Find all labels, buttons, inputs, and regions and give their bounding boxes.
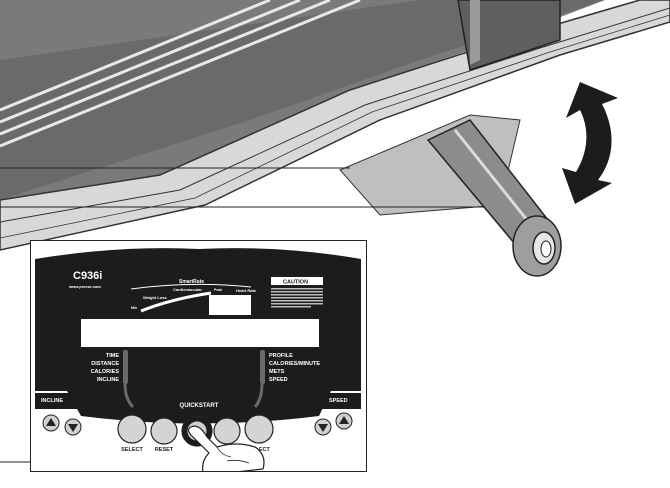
- console-inset: C936i www.precor.com SmartRate Weight Lo…: [30, 240, 367, 472]
- main-display: [81, 319, 319, 347]
- smartrate-weight-loss: Weight Loss: [143, 295, 167, 300]
- smartrate-heart-rate: Heart Rate: [236, 288, 257, 293]
- right-label-speed: SPEED: [269, 377, 288, 383]
- curved-double-arrow-icon: [562, 82, 618, 204]
- left-label-distance: DISTANCE: [91, 361, 119, 367]
- select-left-button[interactable]: [117, 414, 147, 444]
- caution-box: CAUTION: [271, 277, 323, 308]
- smartrate-cardiovascular: Cardiovascular: [173, 287, 202, 292]
- quickstart-label: QUICKSTART: [180, 403, 219, 409]
- right-labels: PROFILE CALORIES/MINUTE METS SPEED: [269, 353, 320, 383]
- roller-cover: [457, 0, 561, 71]
- extra-button[interactable]: [213, 417, 241, 445]
- smartrate-peak: Peak: [214, 288, 222, 292]
- heart-rate-display: [209, 295, 251, 315]
- hand-icon: [187, 425, 265, 471]
- speed-label: SPEED: [329, 398, 348, 404]
- up-arrow-icon: [46, 418, 56, 426]
- right-label-calories-minute: CALORIES/MINUTE: [269, 361, 320, 367]
- incline-down-button[interactable]: [64, 418, 82, 436]
- smartrate-label: SmartRate: [179, 279, 204, 285]
- reset-label: RESET: [155, 447, 174, 453]
- left-labels: TIME DISTANCE CALORIES INCLINE: [91, 353, 120, 383]
- speed-down-button[interactable]: [314, 418, 332, 436]
- speed-up-button[interactable]: [335, 412, 353, 430]
- left-label-calories: CALORIES: [91, 369, 120, 375]
- up-arrow-icon: [339, 416, 349, 424]
- select-left-label: SELECT: [121, 447, 143, 453]
- right-label-profile: PROFILE: [269, 353, 293, 359]
- smartrate-min: Min: [131, 306, 137, 310]
- caution-label: CAUTION: [283, 280, 308, 286]
- smartrate-panel: SmartRate Weight Loss Cardiovascular Pea…: [130, 279, 257, 315]
- reset-button[interactable]: [150, 417, 178, 445]
- left-label-time: TIME: [106, 353, 119, 359]
- leg-wheel: [512, 215, 562, 277]
- incline-up-button[interactable]: [42, 414, 60, 432]
- console-drawing: C936i www.precor.com SmartRate Weight Lo…: [35, 248, 361, 471]
- select-right-button[interactable]: [244, 414, 274, 444]
- incline-label: INCLINE: [41, 398, 63, 404]
- website-label: www.precor.com: [68, 284, 101, 289]
- down-arrow-icon: [68, 424, 78, 432]
- deck-stripes: [0, 0, 361, 148]
- model-label: C936i: [73, 270, 102, 282]
- left-label-incline: INCLINE: [97, 377, 119, 383]
- treadmill-frame-rail: [0, 0, 670, 251]
- right-label-mets: METS: [269, 369, 285, 375]
- down-arrow-icon: [318, 424, 328, 432]
